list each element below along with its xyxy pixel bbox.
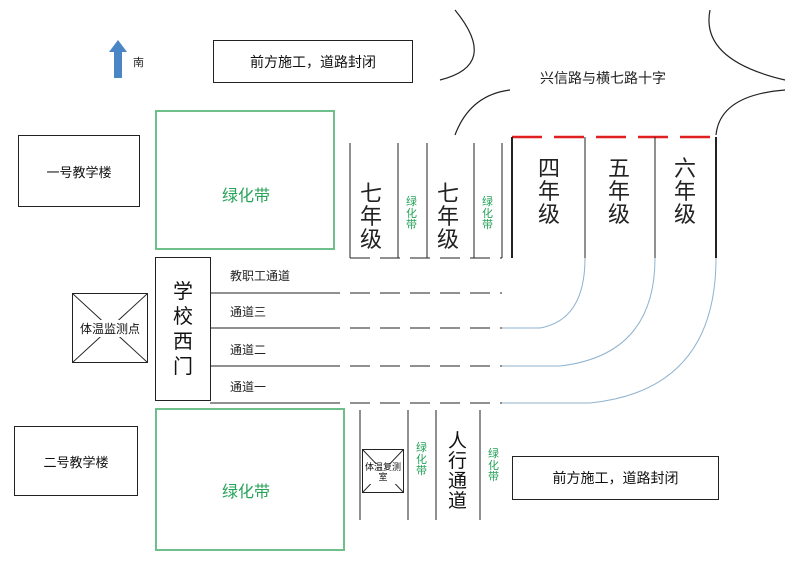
green-strip-2: 绿 化 带 (482, 196, 493, 231)
direction-label: 南 (133, 56, 144, 69)
curve-to-fifth (502, 257, 656, 367)
grade-char: 级 (538, 203, 561, 229)
strip-char: 绿 (482, 195, 493, 208)
grade-char: 级 (437, 228, 460, 254)
green-strip-1: 绿 化 带 (406, 196, 417, 231)
temp-check-point: 体温监测点 (72, 293, 148, 363)
strip-char: 带 (488, 470, 499, 484)
green-belt-south (155, 408, 345, 551)
grade-char: 级 (608, 203, 631, 229)
grade-char: 四 (538, 157, 561, 182)
pedestrian-char: 行 (448, 449, 468, 472)
corner-arc-top-left (439, 9, 475, 81)
strip-char: 绿 (488, 447, 499, 460)
pedestrian-char: 道 (448, 489, 468, 512)
grade-char: 五 (608, 157, 631, 182)
corner-arc-top-right (708, 9, 786, 81)
pedestrian-char: 通 (448, 469, 468, 492)
strip-char: 带 (406, 218, 417, 232)
green-strip-3: 绿 化 带 (416, 442, 427, 477)
lane-two: 通道二 (230, 343, 267, 357)
temp-recheck-room: 体温复测室 (362, 449, 404, 493)
strip-char: 化 (416, 452, 427, 466)
green-belt-north (155, 110, 335, 250)
gate-char: 校 (173, 304, 193, 328)
construction-notice-bottom: 前方施工，道路封闭 (512, 456, 719, 500)
school-west-gate: 学 校 西 门 (155, 257, 211, 401)
strip-char: 绿 (416, 441, 427, 454)
grade-seventh-a: 七 年 级 (360, 183, 382, 252)
temp-check-label: 体温监测点 (73, 320, 147, 337)
grade-char: 年 (608, 180, 631, 206)
grade-char: 年 (538, 180, 561, 206)
north-arrow-icon (109, 40, 127, 78)
strip-char: 带 (482, 218, 493, 232)
grade-seventh-b: 七 年 级 (437, 183, 459, 252)
temp-recheck-label: 体温复测室 (363, 463, 403, 484)
construction-notice-top: 前方施工，道路封闭 (213, 40, 413, 83)
gate-char: 学 (173, 279, 193, 303)
lane-three: 通道三 (230, 305, 267, 319)
grade-char: 年 (674, 180, 697, 206)
grade-sixth: 六 年 级 (674, 158, 696, 227)
grade-char: 六 (674, 157, 697, 182)
grade-char: 年 (437, 205, 460, 231)
building-1: 一号教学楼 (18, 135, 140, 207)
pedestrian-path: 人 行 通 道 (448, 430, 468, 512)
lane-one: 通道一 (230, 380, 267, 394)
curve-to-fourth (502, 257, 586, 329)
green-strip-4: 绿 化 带 (488, 448, 499, 483)
pedestrian-char: 人 (448, 430, 468, 452)
curve-to-sixth (502, 257, 717, 404)
green-belt-south-label: 绿化带 (222, 482, 271, 501)
grade-char: 级 (360, 228, 383, 254)
grade-fifth: 五 年 级 (608, 158, 630, 227)
gate-char: 西 (173, 329, 193, 353)
grade-char: 七 (437, 182, 460, 207)
grade-fourth: 四 年 级 (538, 158, 560, 227)
green-belt-north-label: 绿化带 (222, 186, 271, 205)
lane-staff: 教职工通道 (230, 269, 291, 283)
strip-char: 化 (482, 206, 493, 220)
strip-char: 绿 (406, 195, 417, 208)
corner-arc-mid-left (454, 89, 511, 136)
grade-char: 七 (360, 182, 383, 207)
building-2: 二号教学楼 (14, 426, 138, 496)
intersection-label: 兴信路与横七路十字 (540, 71, 666, 87)
grade-char: 级 (674, 203, 697, 229)
strip-char: 化 (488, 458, 499, 472)
grade-char: 年 (360, 205, 383, 231)
corner-arc-mid-right (715, 89, 786, 136)
gate-char: 门 (173, 354, 193, 378)
strip-char: 带 (416, 464, 427, 478)
strip-char: 化 (406, 206, 417, 220)
